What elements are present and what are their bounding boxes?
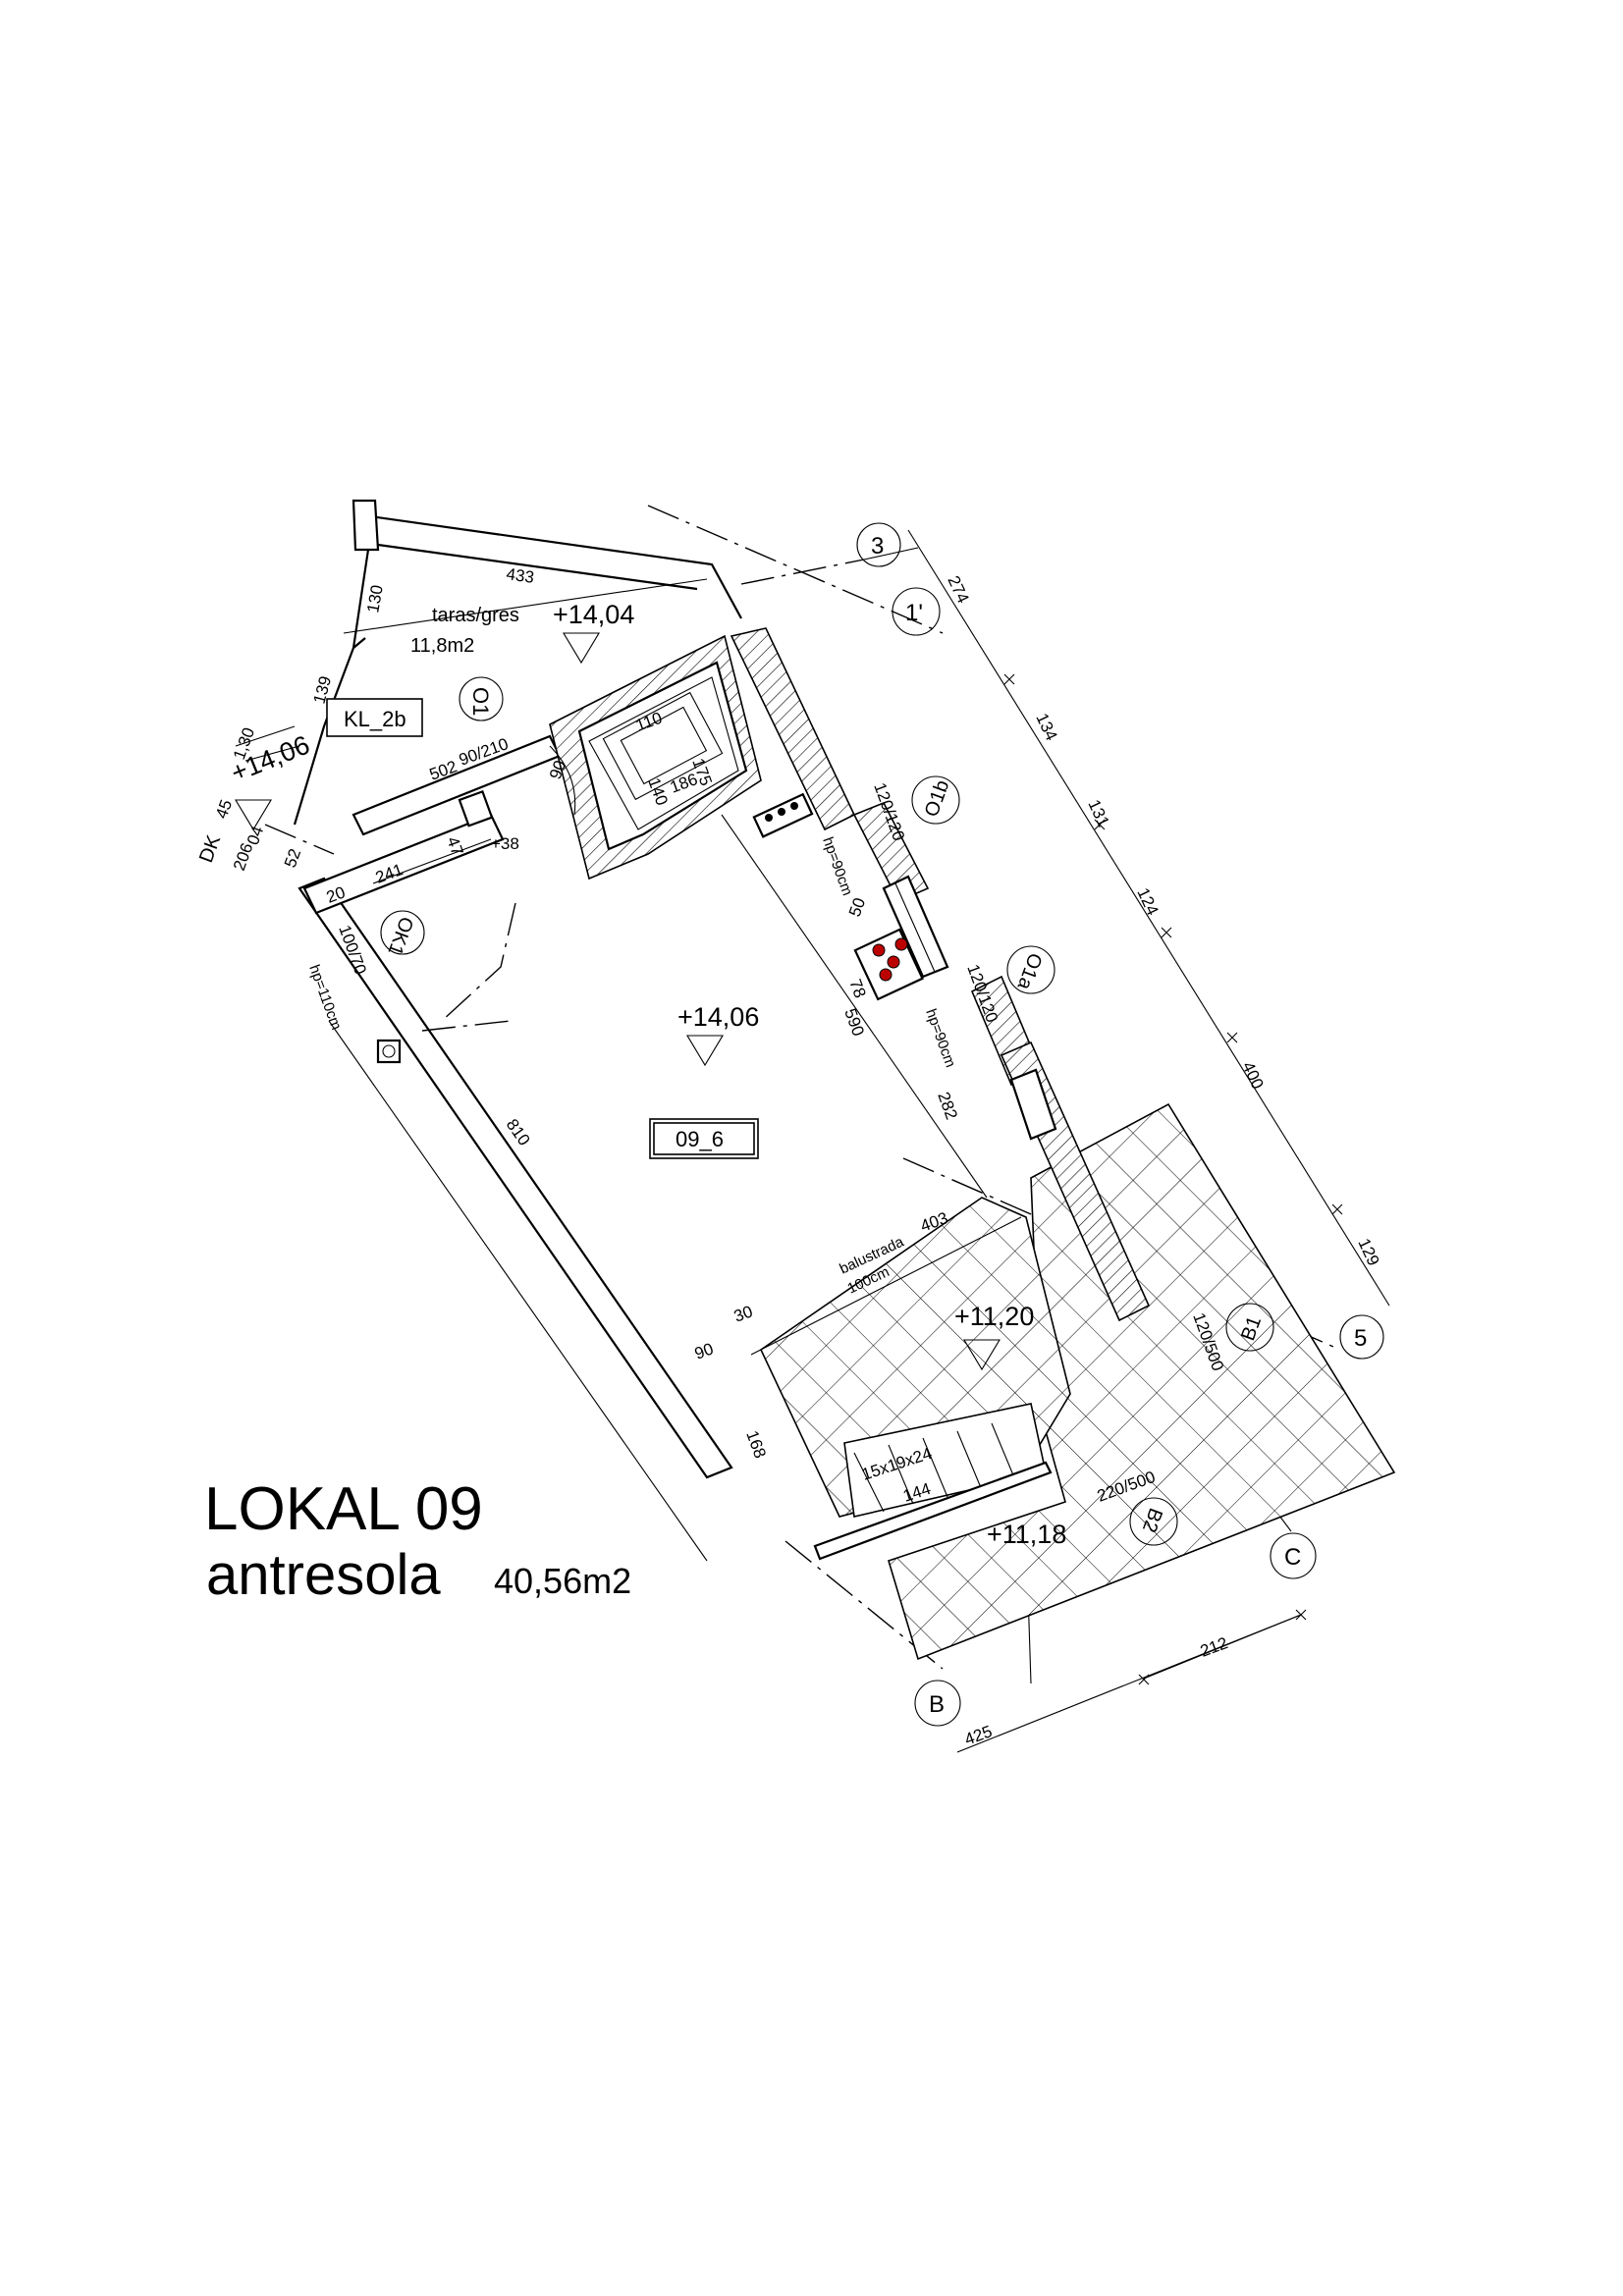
terrace-label: taras/gres bbox=[432, 605, 519, 626]
axis-marker-3: 3 bbox=[856, 522, 901, 567]
axis-marker-b: B bbox=[914, 1680, 961, 1727]
window-tag-ok1: OK1 bbox=[380, 910, 425, 958]
axis-marker-5: 5 bbox=[1339, 1314, 1384, 1360]
dim-131: 131 bbox=[1084, 797, 1112, 830]
level-markers bbox=[235, 632, 1001, 1371]
door-swing bbox=[549, 745, 576, 816]
level-loggia: +11,20 bbox=[954, 1302, 1034, 1331]
dim-400: 400 bbox=[1238, 1059, 1267, 1093]
note-hp-1: hp=90cm bbox=[819, 835, 855, 898]
svg-text:5: 5 bbox=[1354, 1325, 1367, 1352]
dim-130: 130 bbox=[363, 583, 387, 614]
kitchen-hob bbox=[853, 928, 924, 1001]
window-tag-o1a: O1a bbox=[1006, 945, 1055, 994]
stair-top-left bbox=[235, 725, 335, 855]
note-hp-2: hp=90cm bbox=[922, 1007, 958, 1070]
room-tag-main: 09_6 bbox=[649, 1118, 759, 1159]
svg-text:B: B bbox=[929, 1691, 945, 1718]
room-tag-kl2b: KL_2b bbox=[326, 698, 423, 737]
dim-38: +38 bbox=[491, 834, 519, 853]
dim-282: 282 bbox=[934, 1090, 961, 1122]
stair-treads bbox=[853, 1422, 1017, 1513]
axis-marker-1p: 1' bbox=[892, 587, 941, 636]
page-title: LOKAL 09 bbox=[204, 1475, 483, 1543]
svg-text:1': 1' bbox=[905, 600, 923, 626]
page-subtitle: antresola bbox=[206, 1543, 441, 1607]
svg-text:09_6: 09_6 bbox=[676, 1127, 724, 1151]
svg-text:KL_2b: KL_2b bbox=[344, 707, 406, 731]
dim-45: 45 bbox=[212, 797, 236, 821]
page-area: 40,56m2 bbox=[494, 1561, 631, 1601]
level-lower: +11,18 bbox=[987, 1520, 1066, 1549]
level-main: +14,06 bbox=[677, 1002, 759, 1032]
inner-dimension-lines bbox=[328, 578, 1022, 1562]
dim-30: 30 bbox=[731, 1302, 755, 1325]
svg-text:C: C bbox=[1284, 1544, 1301, 1571]
dim-134: 134 bbox=[1032, 711, 1060, 744]
svg-text:O1b: O1b bbox=[921, 777, 954, 820]
window-tag-o1b: O1b bbox=[911, 775, 960, 825]
dim-78: 78 bbox=[845, 977, 869, 1000]
svg-text:3: 3 bbox=[871, 533, 884, 560]
level-terrace: +14,04 bbox=[553, 600, 634, 629]
terrace-area: 11,8m2 bbox=[410, 635, 474, 657]
walls bbox=[293, 499, 1151, 1561]
dim-50: 50 bbox=[845, 895, 869, 919]
dim-124: 124 bbox=[1133, 885, 1162, 919]
dim-274: 274 bbox=[944, 573, 972, 607]
window-tag-o1: O1 bbox=[459, 676, 504, 721]
dim-425: 425 bbox=[962, 1722, 995, 1749]
bathroom-fixtures bbox=[376, 789, 814, 1064]
svg-text:O1: O1 bbox=[468, 687, 493, 716]
svg-text:O1a: O1a bbox=[1012, 950, 1046, 993]
dim-52: 52 bbox=[281, 846, 304, 870]
note-hp-3: hp=110cm bbox=[305, 963, 345, 1033]
dimension-bottom bbox=[956, 1609, 1307, 1753]
dim-129: 129 bbox=[1354, 1236, 1382, 1269]
axis-marker-c: C bbox=[1270, 1532, 1317, 1579]
dim-90b: 90 bbox=[692, 1339, 716, 1362]
dim-168: 168 bbox=[742, 1428, 770, 1461]
dim-590: 590 bbox=[840, 1006, 868, 1039]
dk-label: DK bbox=[195, 831, 225, 865]
dim-212: 212 bbox=[1198, 1633, 1230, 1661]
dashed-outline bbox=[441, 902, 516, 1022]
dimension-chain-right bbox=[907, 529, 1390, 1307]
dim-433: 433 bbox=[505, 564, 535, 587]
